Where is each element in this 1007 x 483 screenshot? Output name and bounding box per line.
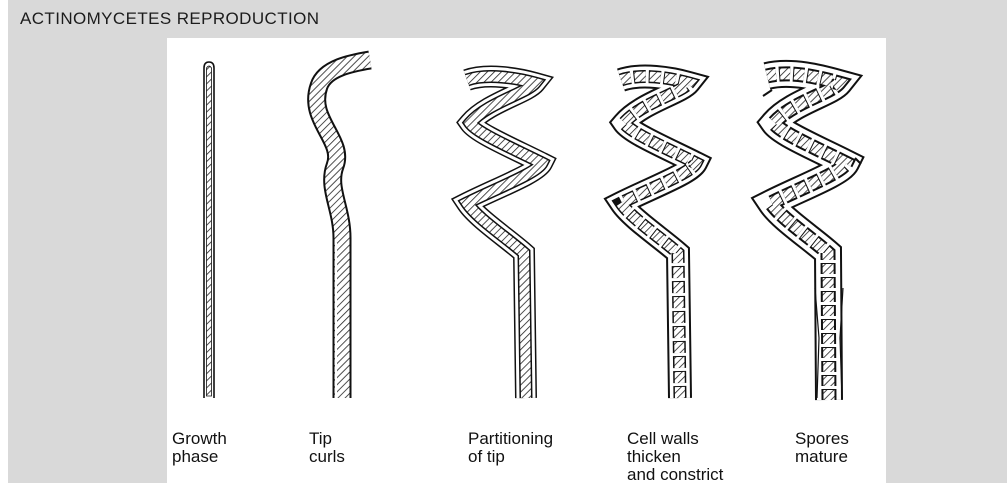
- label-line: curls: [309, 447, 345, 466]
- label-line: phase: [172, 447, 218, 466]
- hypha-cell-walls-thicken: [621, 77, 696, 398]
- hypha-partitioning: [467, 77, 542, 398]
- stage-label-tip-curls: Tip curls: [309, 430, 345, 466]
- label-line: Growth: [172, 429, 227, 448]
- diagram-title: ACTINOMYCETES REPRODUCTION: [20, 9, 319, 29]
- hypha-tip-curls: [317, 60, 370, 398]
- hypha-spores-mature: [763, 74, 861, 400]
- label-line: Tip: [309, 429, 332, 448]
- left-frame-strip: [0, 0, 8, 483]
- label-line: and constrict: [627, 465, 723, 483]
- diagram-panel: Growth phase Tip curls Partitioning of t…: [167, 38, 886, 483]
- label-line: mature: [795, 447, 848, 466]
- label-line: thicken: [627, 447, 681, 466]
- stage-label-spores-mature: Spores mature: [795, 430, 849, 466]
- label-line: of tip: [468, 447, 505, 466]
- stages-illustration: [167, 38, 886, 483]
- stage-label-cell-walls: Cell walls thicken and constrict: [627, 430, 723, 483]
- stage-label-growth-phase: Growth phase: [172, 430, 227, 466]
- label-line: Partitioning: [468, 429, 553, 448]
- hypha-growth-phase: [204, 62, 214, 398]
- stage-label-partitioning: Partitioning of tip: [468, 430, 553, 466]
- label-line: Cell walls: [627, 429, 699, 448]
- label-line: Spores: [795, 429, 849, 448]
